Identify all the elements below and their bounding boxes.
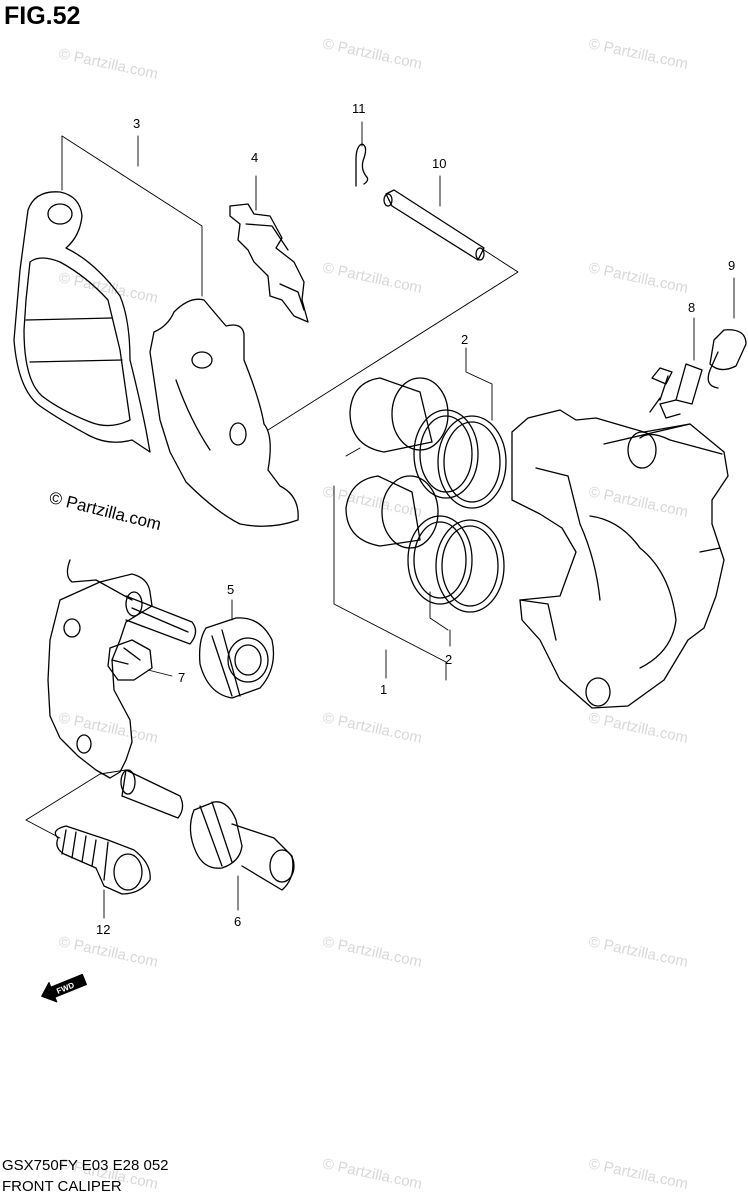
pistons-and-seals <box>345 377 507 613</box>
watermark: © Partzilla.com <box>321 483 423 521</box>
callout-4: 4 <box>251 150 258 165</box>
watermarks: © Partzilla.com © Partzilla.com © Partzi… <box>57 35 689 1193</box>
mounting-bolt <box>54 825 151 895</box>
callout-12: 12 <box>96 922 110 937</box>
dust-boot <box>198 617 275 699</box>
pin-clip <box>355 143 369 187</box>
boot-retainer-clip <box>107 639 153 681</box>
caliper-body <box>511 409 729 709</box>
pad-spring <box>229 203 309 323</box>
callout-5: 5 <box>227 582 234 597</box>
callout-3: 3 <box>133 116 140 131</box>
watermark: © Partzilla.com <box>321 933 423 971</box>
watermark: © Partzilla.com <box>57 709 159 747</box>
watermark: © Partzilla.com <box>321 259 423 297</box>
watermark: © Partzilla.com <box>321 709 423 747</box>
watermark: © Partzilla.com <box>587 35 689 73</box>
callout-9: 9 <box>728 258 735 273</box>
callout-1: 1 <box>380 682 387 697</box>
watermark: © Partzilla.com <box>587 1155 689 1193</box>
figure-title: FIG.52 <box>4 2 81 30</box>
watermark: © Partzilla.com <box>587 483 689 521</box>
bleeder-valve <box>649 329 747 419</box>
callout-7: 7 <box>178 670 185 685</box>
pad-pin <box>383 189 485 261</box>
watermark: © Partzilla.com <box>57 45 159 83</box>
callout-2: 2 <box>461 332 468 347</box>
callout-8: 8 <box>688 300 695 315</box>
caliper-bracket <box>47 573 153 779</box>
watermark: © Partzilla.com <box>587 933 689 971</box>
brake-pad-front <box>149 298 299 527</box>
watermark: © Partzilla.com <box>321 1155 423 1193</box>
slide-pin-with-boot <box>189 801 295 891</box>
callout-10: 10 <box>432 156 446 171</box>
callout-6: 6 <box>234 914 241 929</box>
watermark: © Partzilla.com <box>57 933 159 971</box>
watermark: © Partzilla.com <box>587 259 689 297</box>
bracket-sleeve-pins <box>66 559 197 819</box>
callout-labels: 1 2 2 3 4 5 6 7 8 9 10 11 12 <box>96 101 735 937</box>
leader-lines <box>25 121 735 919</box>
brake-pad-rear <box>13 191 151 453</box>
callout-2: 2 <box>445 652 452 667</box>
watermark: © Partzilla.com <box>321 35 423 73</box>
callout-11: 11 <box>352 101 366 116</box>
model-code: GSX750FY E03 E28 052 <box>2 1157 169 1174</box>
forward-direction-arrow: FWD <box>41 973 88 1003</box>
watermark: © Partzilla.com <box>587 709 689 747</box>
diagram-caption: FRONT CALIPER <box>2 1178 122 1195</box>
